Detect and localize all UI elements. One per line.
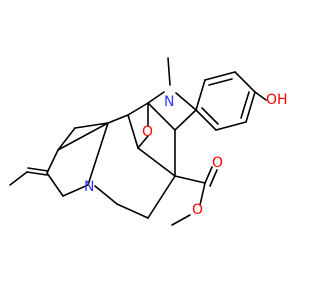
amine-nitrogen-label: N bbox=[84, 179, 94, 195]
ethylidene-group bbox=[9, 167, 49, 186]
benzene-ring bbox=[195, 71, 267, 131]
molecule-structure: N N O O O OH bbox=[9, 57, 288, 226]
carbonyl-oxygen-label: O bbox=[212, 155, 223, 171]
indoline-ring bbox=[147, 57, 197, 131]
cage-skeleton bbox=[46, 102, 176, 219]
hydroxyl-label: OH bbox=[266, 92, 288, 108]
ester-group bbox=[171, 166, 218, 226]
ether-oxygen-label: O bbox=[142, 124, 153, 140]
ester-oxygen-label: O bbox=[192, 202, 203, 218]
molecule-canvas: N N O O O OH bbox=[9, 57, 288, 226]
indole-nitrogen-label: N bbox=[164, 94, 174, 110]
